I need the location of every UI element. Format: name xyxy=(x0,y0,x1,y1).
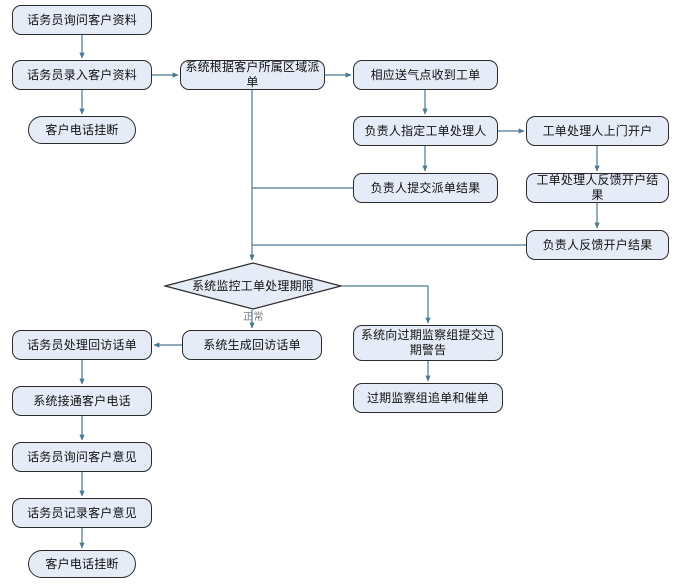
node-customer-hangup-top[interactable]: 客户电话挂断 xyxy=(28,116,136,144)
node-ask-customer-info[interactable]: 话务员询问客户资料 xyxy=(12,5,152,35)
node-label: 话务员处理回访话单 xyxy=(27,337,137,352)
node-label: 系统向过期监察组提交过期警告 xyxy=(360,328,496,357)
node-label: 系统根据客户所属区域派单 xyxy=(185,60,320,89)
node-label: 话务员询问客户意见 xyxy=(27,449,137,464)
node-label: 相应送气点收到工单 xyxy=(370,67,481,82)
node-agent-handle-callback-ticket[interactable]: 话务员处理回访话单 xyxy=(12,330,152,360)
node-label: 负责人反馈开户结果 xyxy=(542,237,653,252)
node-label: 系统生成回访话单 xyxy=(203,337,301,352)
node-handler-feedback-result[interactable]: 工单处理人反馈开户结果 xyxy=(526,173,669,203)
node-label: 话务员询问客户资料 xyxy=(27,12,137,27)
node-manager-assigns-handler[interactable]: 负责人指定工单处理人 xyxy=(353,116,498,146)
node-label: 负责人指定工单处理人 xyxy=(364,123,487,138)
edge-n11-n12 xyxy=(342,285,431,324)
node-label: 话务员录入客户资料 xyxy=(27,67,137,82)
edge-label-normal: 正常 xyxy=(243,312,264,323)
node-decision-monitor-deadline[interactable]: 系统监控工单处理期限 xyxy=(164,262,342,310)
node-manager-submits-dispatch-result[interactable]: 负责人提交派单结果 xyxy=(353,173,498,203)
node-label: 话务员记录客户意见 xyxy=(27,505,137,520)
node-system-submit-overdue-warning[interactable]: 系统向过期监察组提交过期警告 xyxy=(353,325,503,361)
node-customer-hangup-bottom[interactable]: 客户电话挂断 xyxy=(28,550,136,578)
node-label: 过期监察组追单和催单 xyxy=(366,390,489,405)
node-agent-ask-customer-opinion[interactable]: 话务员询问客户意见 xyxy=(12,442,152,472)
node-system-dispatch-by-region[interactable]: 系统根据客户所属区域派单 xyxy=(180,60,325,90)
node-label: 系统监控工单处理期限 xyxy=(191,278,314,293)
node-agent-record-customer-opinion[interactable]: 话务员记录客户意见 xyxy=(12,498,152,528)
node-manager-feedback-result[interactable]: 负责人反馈开户结果 xyxy=(526,230,669,260)
node-system-generate-callback-ticket[interactable]: 系统生成回访话单 xyxy=(182,330,322,360)
node-system-connect-customer-call[interactable]: 系统接通客户电话 xyxy=(12,386,152,416)
node-label: 负责人提交派单结果 xyxy=(370,180,481,195)
node-handler-onsite-account-open[interactable]: 工单处理人上门开户 xyxy=(526,116,669,146)
node-label: 系统接通客户电话 xyxy=(33,393,131,408)
diamond-shape-icon xyxy=(164,262,342,310)
node-label: 客户电话挂断 xyxy=(45,122,119,137)
node-gas-station-receives-order[interactable]: 相应送气点收到工单 xyxy=(353,60,498,90)
node-label: 工单处理人反馈开户结果 xyxy=(536,173,659,202)
node-enter-customer-info[interactable]: 话务员录入客户资料 xyxy=(12,60,152,90)
node-label: 工单处理人上门开户 xyxy=(542,123,653,138)
node-overdue-team-followup[interactable]: 过期监察组追单和催单 xyxy=(353,383,503,413)
node-label: 客户电话挂断 xyxy=(45,556,119,571)
